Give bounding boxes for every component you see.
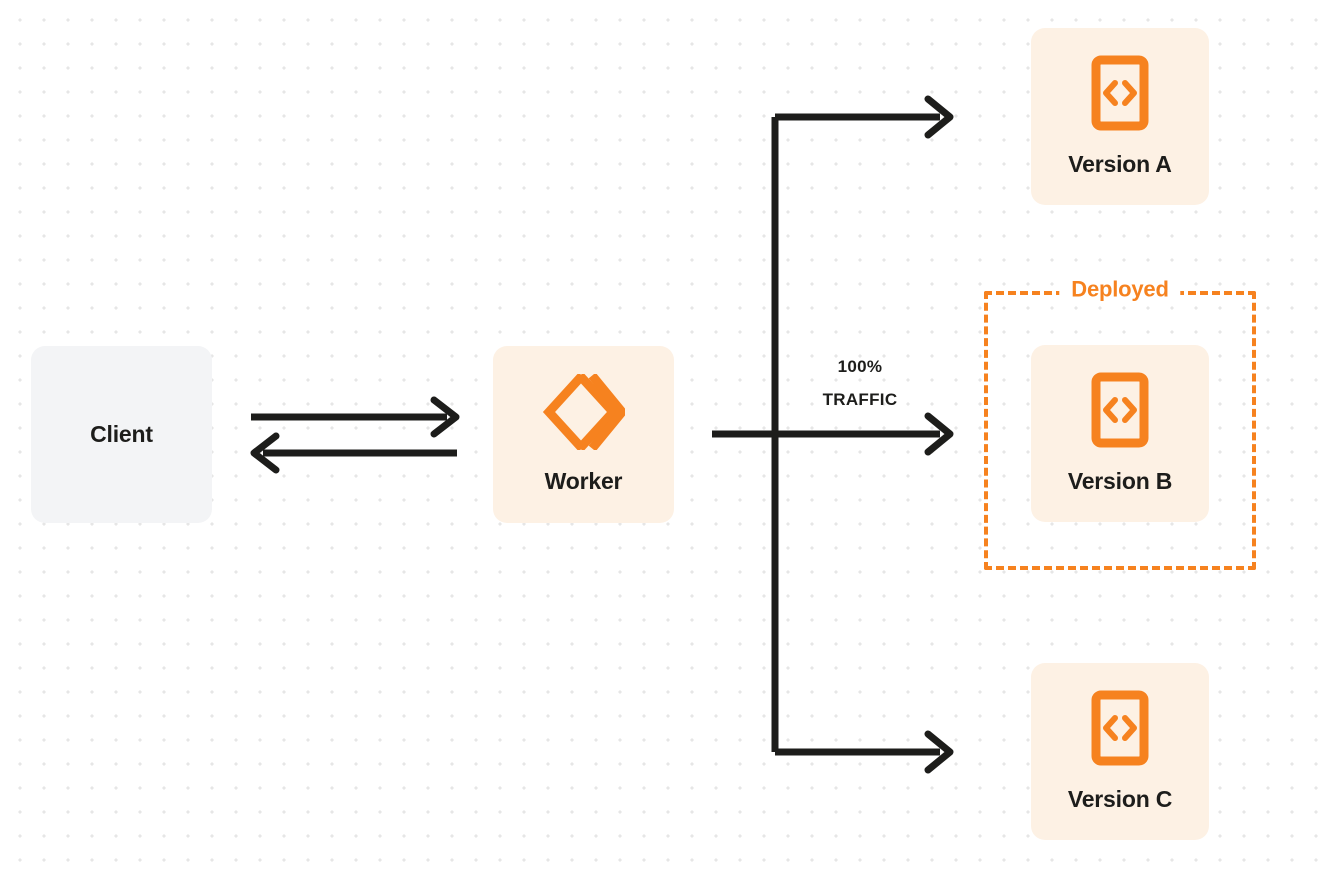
client-label: Client [90,421,153,447]
worker-label: Worker [544,468,623,494]
arrow-worker-to-client [250,432,457,474]
version-b-node[interactable]: Version B [1031,345,1209,522]
deployed-region: Deployed [984,276,1256,570]
code-file-icon [1091,372,1149,448]
traffic-percent: 100% [837,357,883,376]
cloudflare-workers-logo-icon [542,374,625,450]
worker-traffic-trunk [712,113,940,756]
version-c-label: Version C [1067,786,1173,812]
version-c-node[interactable]: Version C [1031,663,1209,840]
arrowhead-version-b [924,412,954,456]
client-node[interactable]: Client [31,346,212,523]
traffic-label: 100% TRAFFIC [790,350,930,416]
code-file-icon [1091,690,1149,766]
arrowhead-version-a [924,95,954,139]
arrow-client-to-worker [251,396,460,438]
version-a-node[interactable]: Version A [1031,28,1209,205]
arrowhead-version-c [924,730,954,774]
version-b-label: Version B [1067,468,1173,494]
worker-node[interactable]: Worker [493,346,674,523]
deployed-label: Deployed [1059,276,1181,303]
traffic-word: TRAFFIC [822,390,898,410]
code-file-icon [1091,55,1149,131]
version-a-label: Version A [1068,151,1172,177]
